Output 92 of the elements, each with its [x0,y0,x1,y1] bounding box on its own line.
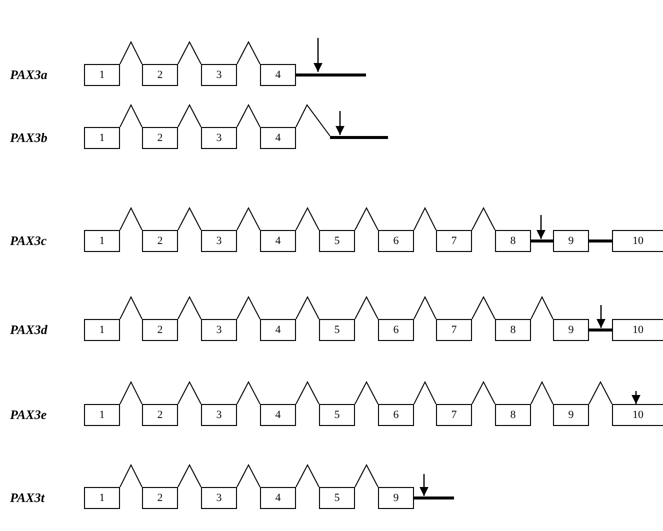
exon-box: 3 [201,127,237,149]
exon-box: 8 [495,319,531,341]
exon-box: 3 [201,230,237,252]
exon-box: 8 [495,230,531,252]
exon-box: 9 [553,319,589,341]
isoform-label: PAX3c [10,233,47,249]
exon-box: 7 [436,404,472,426]
exon-box: 2 [142,127,178,149]
exon-box: 10 [612,319,663,341]
intron-line [178,380,202,404]
exon-box: 1 [84,230,120,252]
exon-box: 2 [142,230,178,252]
intron-line [178,104,202,128]
exon-box: 5 [319,404,355,426]
intron-line [120,206,142,230]
intron-line [236,104,260,128]
exon-box: 1 [84,487,120,509]
exon-box: 3 [201,404,237,426]
exon-box: 6 [378,230,414,252]
exon-box: 9 [553,404,589,426]
exon-box: 10 [612,404,663,426]
isoform-label: PAX3t [10,490,44,506]
isoform-label: PAX3a [10,67,48,83]
intron-line [530,380,554,404]
exon-box: 4 [260,487,296,509]
exon-box: 2 [142,64,178,86]
exon-box: 1 [84,64,120,86]
exon-box: 9 [378,487,414,509]
intron-line [472,296,496,320]
exon-box: 1 [84,319,120,341]
intron-line [120,40,142,64]
intron-line [588,380,612,404]
intron-line [236,380,260,404]
exon-box: 8 [495,404,531,426]
intron-line [178,206,202,230]
exon-box: 1 [84,127,120,149]
exon-box: 1 [84,404,120,426]
intron-line [178,296,202,320]
utr-line [296,74,366,76]
intron-line [296,206,320,230]
utr-line [414,496,454,500]
intron-line [236,464,260,488]
utr-line [330,136,388,139]
intron-line [414,296,436,320]
exon-box: 7 [436,230,472,252]
intron-line [354,464,378,488]
exon-box: 4 [260,230,296,252]
utr-line [589,328,612,332]
intron-line [296,296,320,320]
exon-box: 6 [378,319,414,341]
intron-line [178,464,202,488]
exon-box: 2 [142,319,178,341]
utr-line [531,240,553,242]
isoform-label: PAX3e [10,407,47,423]
intron-line [120,104,142,128]
intron-line [530,296,554,320]
exon-box: 7 [436,319,472,341]
intron-line [236,296,260,320]
intron-line [414,206,436,230]
exon-box: 9 [553,230,589,252]
exon-box: 10 [612,230,663,252]
intron-line [236,40,260,64]
exon-box: 4 [260,127,296,149]
exon-box: 5 [319,487,355,509]
exon-box: 3 [201,319,237,341]
exon-box: 4 [260,319,296,341]
exon-box: 3 [201,64,237,86]
intron-line [296,380,320,404]
exon-box: 5 [319,230,355,252]
isoform-label: PAX3d [10,322,48,338]
exon-box: 2 [142,404,178,426]
exon-box: 6 [378,404,414,426]
intron-line [414,380,436,404]
exon-box: 3 [201,487,237,509]
exon-box: 5 [319,319,355,341]
exon-box: 4 [260,404,296,426]
intron-line [472,380,496,404]
intron-line [354,206,378,230]
intron-line [296,464,320,488]
intron-line [354,296,378,320]
exon-box: 2 [142,487,178,509]
intron-line [120,296,142,320]
intron-line [178,40,202,64]
isoform-label: PAX3b [10,130,48,146]
intron-line [354,380,378,404]
intron-line [472,206,496,230]
exon-box: 4 [260,64,296,86]
intron-line [236,206,260,230]
intron-line [120,380,142,404]
intron-line [120,464,142,488]
intron-line [296,104,330,136]
utr-line [589,240,612,242]
